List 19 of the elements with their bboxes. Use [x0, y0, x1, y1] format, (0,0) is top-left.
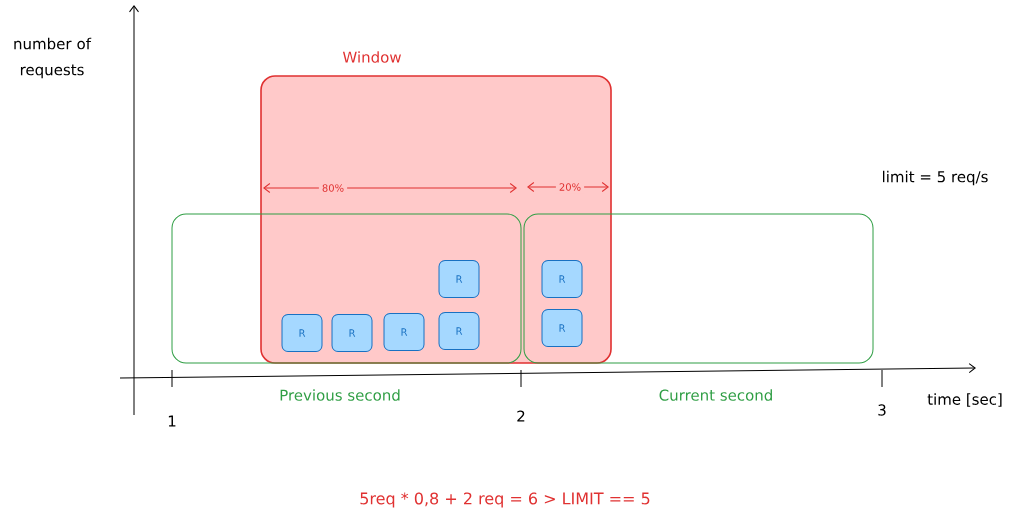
limit-note: limit = 5 req/s [883, 170, 988, 186]
node-label: Current second [659, 389, 772, 401]
request-box: R [541, 309, 583, 347]
request-box: R [541, 260, 583, 298]
request-box: R [331, 314, 373, 352]
node-label: Window [342, 51, 401, 63]
tick-label: 1 [168, 415, 176, 427]
request-box: R [281, 314, 323, 352]
request-box: R [438, 312, 480, 350]
node-label: Previous second [280, 389, 400, 401]
axis-title: number of requests [14, 37, 92, 79]
tick-label: 2 [517, 410, 525, 422]
dimension-label: 20% [555, 180, 585, 194]
request-box: R [438, 260, 480, 298]
dimension-label: 80% [318, 181, 348, 195]
tick-label: 3 [878, 404, 886, 416]
axis-title: time [sec] [927, 393, 1002, 407]
request-box: R [383, 313, 425, 351]
formula-note: 5req * 0,8 + 2 req = 6 > LIMIT == 5 [360, 492, 650, 508]
